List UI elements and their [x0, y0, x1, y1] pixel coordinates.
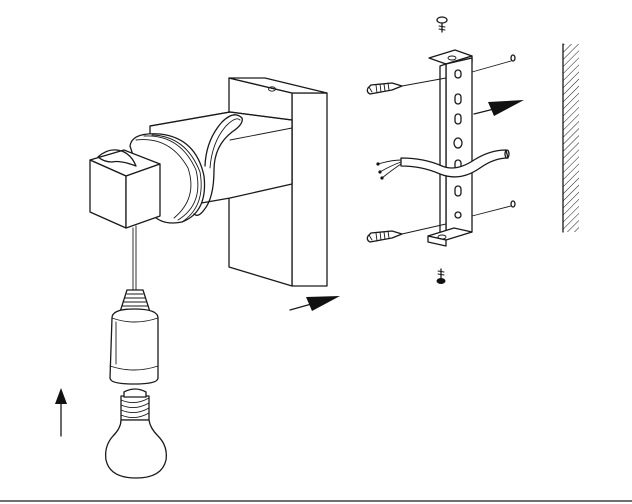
arrow-bulb-up	[55, 388, 67, 437]
arrow-bracket-to-wall	[473, 100, 524, 116]
wall-plug-lower	[510, 200, 516, 208]
light-bulb	[105, 388, 167, 479]
lamp-head	[89, 149, 161, 229]
bracket-screw-top	[436, 16, 448, 33]
bracket-screw-bottom	[436, 268, 446, 284]
wall	[562, 43, 579, 233]
wall-screw-lower	[366, 205, 512, 243]
cable-loop	[193, 114, 243, 216]
mains-cable	[376, 149, 510, 180]
lamp-socket	[109, 289, 159, 385]
pendant-cord	[132, 225, 137, 291]
wall-plug-upper	[510, 54, 516, 62]
mounting-bracket	[427, 49, 473, 247]
arrow-body-to-bracket	[289, 296, 340, 311]
wall-screw-upper	[366, 60, 512, 95]
wall-lamp-body	[89, 77, 328, 287]
